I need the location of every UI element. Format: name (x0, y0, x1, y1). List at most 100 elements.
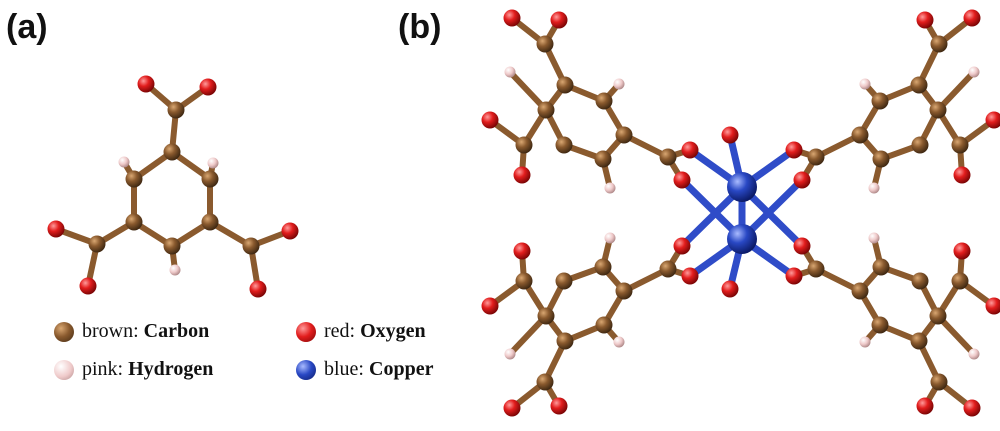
carbon-atom (536, 35, 554, 53)
oxygen-atom (721, 280, 739, 298)
oxygen-atom (79, 277, 97, 295)
carbon-atom (125, 170, 143, 188)
oxygen-atom (793, 237, 811, 255)
oxygen-atom (281, 222, 299, 240)
carbon-atom (951, 136, 969, 154)
oxygen-atom (963, 399, 981, 417)
legend-copper-name: Copper (369, 358, 434, 380)
carbon-atom-icon (54, 321, 74, 342)
bond (507, 313, 549, 357)
legend-carbon-color: brown: (82, 320, 144, 342)
carbon-atom (872, 150, 890, 168)
copper-atom (727, 224, 757, 254)
carbon-atom (851, 282, 869, 300)
bond (935, 313, 977, 357)
oxygen-atom (985, 297, 1000, 315)
carbon-atom (659, 260, 677, 278)
hydrogen-atom (868, 232, 880, 244)
oxygen-atom (137, 75, 155, 93)
carbon-atom (951, 272, 969, 290)
carbon-atom (595, 92, 613, 110)
carbon-atom (167, 101, 185, 119)
hydrogen-atom (207, 157, 219, 169)
carbon-atom (556, 332, 574, 350)
hydrogen-atom (868, 182, 880, 194)
carbon-atom (595, 316, 613, 334)
carbon-atom (556, 76, 574, 94)
carbon-atom (242, 237, 260, 255)
oxygen-atom (953, 166, 971, 184)
hydrogen-atom (504, 348, 516, 360)
hydrogen-atom (968, 66, 980, 78)
carbon-atom (929, 307, 947, 325)
oxygen-atom (963, 9, 981, 27)
carbon-atom (929, 101, 947, 119)
legend-copper-color: blue: (324, 358, 369, 380)
carbon-atom (537, 307, 555, 325)
hydrogen-atom (118, 156, 130, 168)
oxygen-atom (513, 166, 531, 184)
carbon-atom (125, 213, 143, 231)
hydrogen-atom (968, 348, 980, 360)
legend-item-hydrogen: pink: Hydrogen (54, 358, 213, 381)
legend-item-oxygen: red: Oxygen (296, 320, 426, 343)
carbon-atom (871, 316, 889, 334)
carbon-atom (163, 143, 181, 161)
carbon-atom (807, 148, 825, 166)
oxygen-atom (481, 111, 499, 129)
hydrogen-atom (859, 78, 871, 90)
oxygen-atom (513, 242, 531, 260)
oxygen-atom (503, 9, 521, 27)
carbon-atom (615, 282, 633, 300)
panel-label-b: (b) (398, 8, 442, 46)
carbon-atom (930, 373, 948, 391)
hydrogen-atom-icon (54, 359, 74, 380)
legend-oxygen-color: red: (324, 320, 361, 342)
oxygen-atom (785, 141, 803, 159)
bond (935, 69, 977, 113)
legend-oxygen-name: Oxygen (360, 320, 426, 342)
oxygen-atom (199, 78, 217, 96)
carbon-atom (515, 272, 533, 290)
oxygen-atom (916, 397, 934, 415)
oxygen-atom (681, 141, 699, 159)
copper-atom-icon (296, 359, 316, 380)
oxygen-atom (721, 126, 739, 144)
hydrogen-atom (604, 182, 616, 194)
copper-atom (727, 172, 757, 202)
oxygen-atom (916, 11, 934, 29)
hydrogen-atom (169, 264, 181, 276)
oxygen-atom (249, 280, 267, 298)
bond (507, 69, 549, 113)
carbon-atom (537, 101, 555, 119)
panel-label-a: (a) (6, 8, 48, 46)
oxygen-atom (550, 397, 568, 415)
hydrogen-atom (613, 336, 625, 348)
hydrogen-atom (604, 232, 616, 244)
oxygen-atom (953, 242, 971, 260)
oxygen-atom (481, 297, 499, 315)
legend-hydrogen-name: Hydrogen (128, 358, 214, 380)
carbon-atom (872, 258, 890, 276)
carbon-atom (807, 260, 825, 278)
oxygen-atom (793, 171, 811, 189)
carbon-atom (871, 92, 889, 110)
legend-hydrogen-color: pink: (82, 358, 129, 380)
hydrogen-atom (613, 78, 625, 90)
hydrogen-atom (504, 66, 516, 78)
oxygen-atom (550, 11, 568, 29)
carbon-atom (515, 136, 533, 154)
oxygen-atom (673, 171, 691, 189)
carbon-atom (851, 126, 869, 144)
legend-carbon-name: Carbon (143, 320, 210, 342)
carbon-atom (594, 258, 612, 276)
oxygen-atom (503, 399, 521, 417)
carbon-atom (201, 213, 219, 231)
oxygen-atom-icon (296, 321, 316, 342)
oxygen-atom (681, 267, 699, 285)
carbon-atom (911, 136, 929, 154)
carbon-atom (163, 237, 181, 255)
oxygen-atom (673, 237, 691, 255)
carbon-atom (911, 272, 929, 290)
